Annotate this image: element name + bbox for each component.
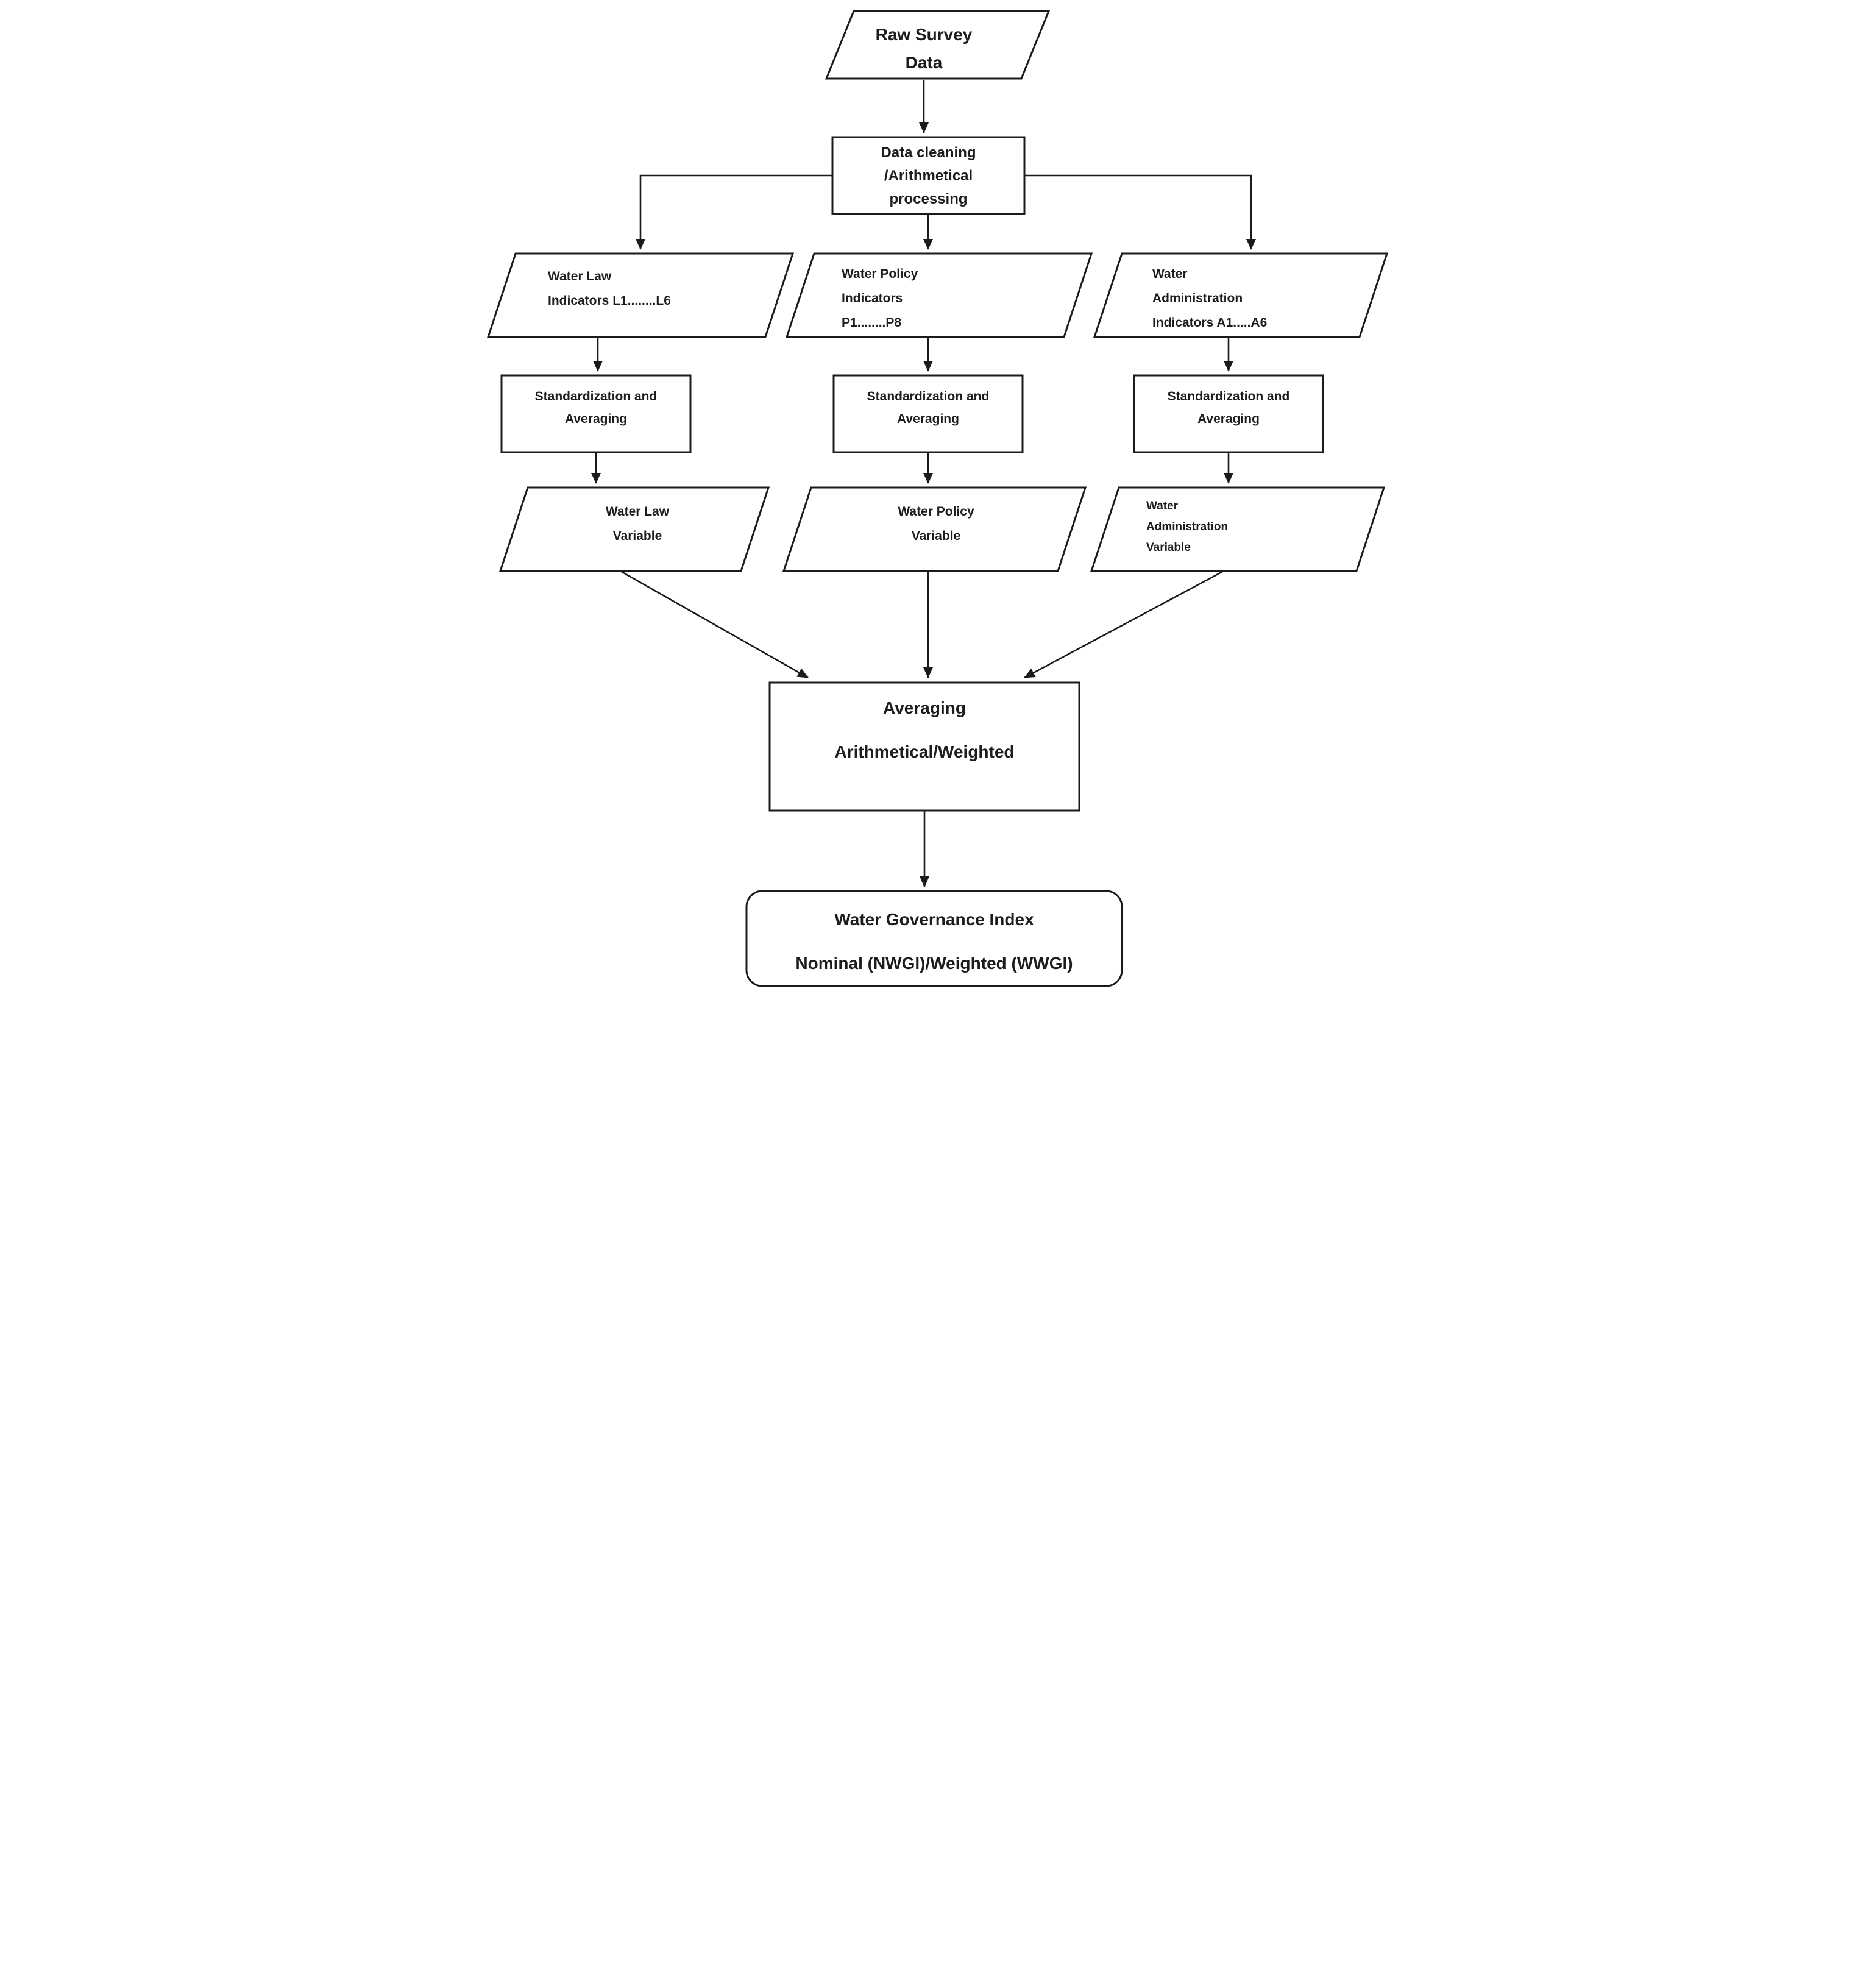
- diagram-layer: [486, 10, 1389, 987]
- water-law-indicators-shape: [486, 252, 795, 338]
- connector-cleaning-to-law-indicators: [636, 174, 832, 250]
- water-admin-indicators-shape: [1093, 252, 1389, 338]
- water-policy-variable-shape: [782, 486, 1087, 572]
- connector-cleaning-to-admin-indicators: [1024, 174, 1256, 250]
- data-cleaning-shape: [831, 136, 1026, 215]
- standardization-law-shape: [500, 374, 692, 453]
- connector-law-variable-to-averaging: [620, 570, 809, 679]
- connector-admin-variable-to-averaging: [1024, 570, 1224, 679]
- water-law-variable-shape: [498, 486, 770, 572]
- water-admin-variable-shape: [1090, 486, 1386, 572]
- flowchart-canvas: Raw Survey Data Data cleaning /Arithmeti…: [464, 0, 1391, 994]
- standardization-admin-shape: [1133, 374, 1324, 453]
- standardization-policy-shape: [832, 374, 1024, 453]
- water-policy-indicators-shape: [785, 252, 1093, 338]
- water-governance-index-shape: [745, 890, 1123, 987]
- raw-survey-shape: [825, 10, 1051, 80]
- averaging-shape: [768, 681, 1080, 812]
